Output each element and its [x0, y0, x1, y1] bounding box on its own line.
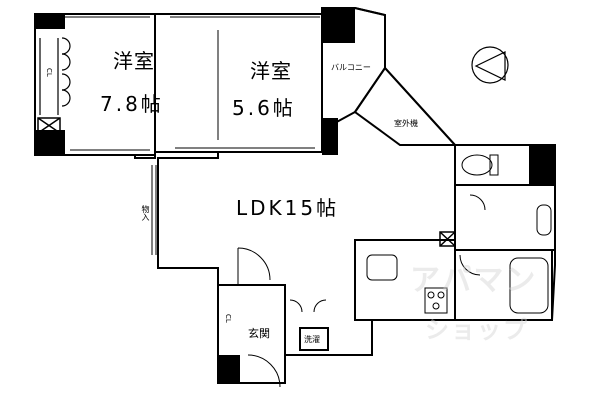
storage-label: 物入	[141, 205, 150, 221]
room-western-1-name: 洋室	[113, 49, 155, 73]
washer-label: 洗濯	[304, 335, 320, 344]
washer-space	[299, 327, 329, 351]
column-balcony-base	[322, 118, 338, 155]
column-top-left	[35, 14, 65, 29]
closet-left-label: CL	[45, 68, 53, 77]
room-western-2-size: 5.6帖	[232, 96, 296, 120]
entrance-label: 玄関	[248, 327, 270, 340]
north-arrow-icon	[471, 46, 509, 84]
watermark-line-2: ショップ	[425, 316, 529, 344]
room-ldk: LDK15帖	[236, 196, 340, 220]
room-western-2-name: 洋室	[250, 59, 292, 83]
column-top-mid	[322, 8, 355, 43]
room-western-2-wall	[154, 13, 323, 153]
column-left-bottom	[35, 130, 65, 155]
watermark-line-1: アパマン	[410, 263, 538, 298]
room-western-1-size: 7.8帖	[100, 92, 164, 116]
outdoor-unit-label: 室外機	[394, 119, 418, 128]
closet-entry-label: CL	[224, 314, 232, 323]
balcony-label: バルコニー	[331, 63, 371, 72]
kitchen-counter	[354, 239, 456, 321]
outdoor-unit-area	[353, 66, 458, 146]
entrance-area	[217, 284, 286, 384]
